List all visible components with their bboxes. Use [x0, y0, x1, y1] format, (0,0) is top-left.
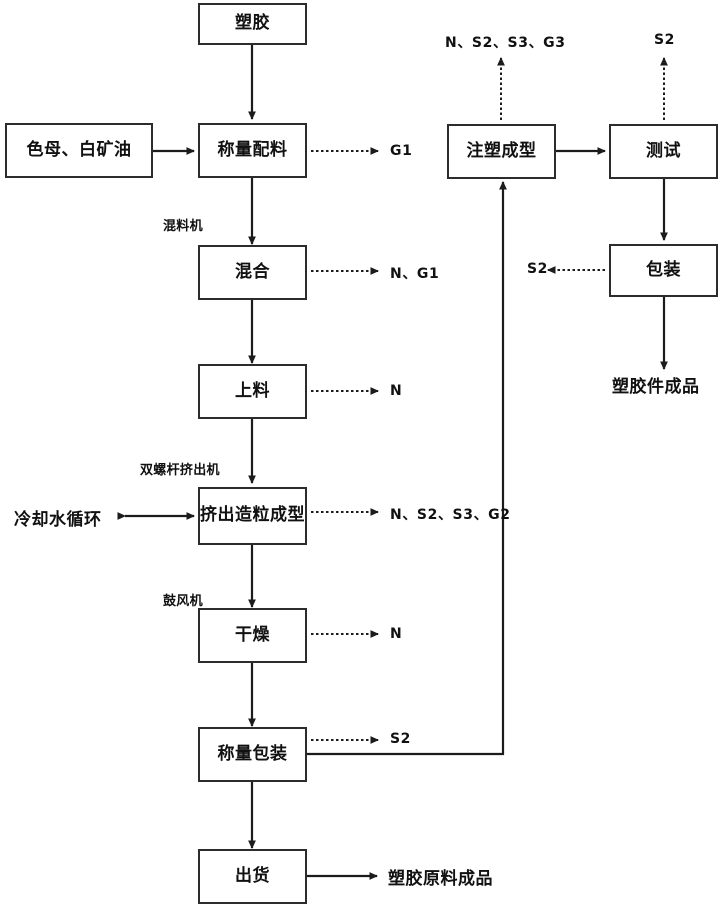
node-injection[interactable]: 注塑成型	[447, 124, 556, 179]
node-plastic[interactable]: 塑胶	[198, 3, 307, 45]
node-colorant[interactable]: 色母、白矿油	[5, 123, 153, 178]
node-colorant-label: 色母、白矿油	[26, 139, 132, 160]
label-emission-injection: N、S2、S3、G3	[445, 35, 566, 51]
edge-weighpack-to-injection	[307, 181, 507, 756]
node-shipping[interactable]: 出货	[198, 849, 307, 904]
label-blower: 鼓风机	[163, 594, 203, 609]
node-extrusion-label: 挤出造粒成型	[200, 505, 305, 526]
node-packaging-label: 包装	[646, 259, 681, 280]
node-testing-label: 测试	[646, 140, 681, 161]
label-emission-weighpack: S2	[390, 731, 412, 747]
node-extrusion[interactable]: 挤出造粒成型	[198, 487, 307, 545]
node-mixing-label: 混合	[235, 261, 270, 282]
node-weighing-label: 称量配料	[217, 139, 288, 160]
label-emission-feeding: N	[390, 383, 403, 399]
label-emission-testing: S2	[654, 32, 676, 48]
node-drying-label: 干燥	[235, 624, 270, 645]
node-feeding[interactable]: 上料	[198, 364, 307, 419]
node-drying[interactable]: 干燥	[198, 608, 307, 663]
label-extruder: 双螺杆挤出机	[140, 463, 220, 478]
text-plastic-raw-output: 塑胶原料成品	[388, 869, 493, 889]
node-weighpack[interactable]: 称量包装	[198, 727, 307, 782]
node-weighing[interactable]: 称量配料	[198, 123, 307, 178]
node-packaging[interactable]: 包装	[609, 244, 718, 297]
node-feeding-label: 上料	[235, 380, 270, 401]
node-weighpack-label: 称量包装	[217, 743, 288, 764]
node-plastic-label: 塑胶	[235, 13, 270, 34]
node-injection-label: 注塑成型	[466, 140, 537, 161]
label-mixer: 混料机	[163, 219, 203, 234]
text-plastic-part-output: 塑胶件成品	[612, 377, 700, 397]
text-cooling-water: 冷却水循环	[14, 510, 102, 530]
label-emission-weighing: G1	[390, 143, 413, 159]
label-emission-extrusion: N、S2、S3、G2	[390, 507, 511, 523]
node-shipping-label: 出货	[235, 865, 270, 886]
node-testing[interactable]: 测试	[609, 124, 718, 179]
node-mixing[interactable]: 混合	[198, 245, 307, 300]
label-emission-drying: N	[390, 626, 403, 642]
label-emission-mixing: N、G1	[390, 266, 440, 282]
label-emission-packaging: S2	[527, 261, 549, 277]
